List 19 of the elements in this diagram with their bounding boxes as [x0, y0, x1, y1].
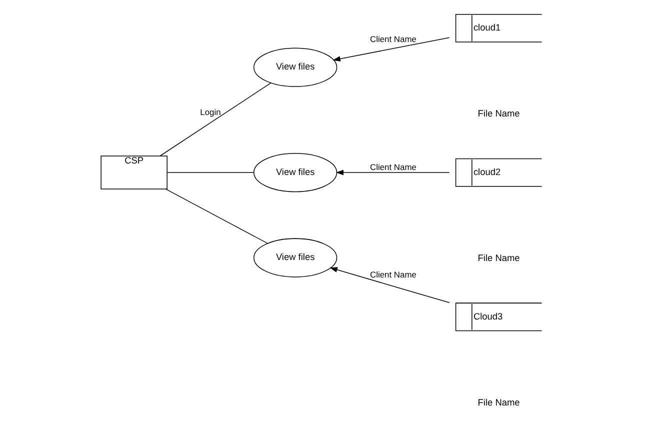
arrow — [329, 267, 450, 304]
arrow — [335, 170, 450, 176]
arrow — [332, 37, 450, 62]
edge-label: Client Name — [370, 34, 416, 44]
connector — [159, 82, 271, 156]
node-box: CSP — [100, 156, 167, 190]
node-text: cloud2 — [472, 166, 500, 177]
node-ellipse: View files — [252, 152, 337, 192]
edge-label: Client Name — [370, 162, 416, 172]
node-text: cloud1 — [472, 22, 500, 33]
connector — [166, 172, 254, 173]
edge-label: Login — [200, 106, 220, 117]
label: File Name — [477, 252, 520, 263]
label: File Name — [477, 397, 520, 408]
label: File Name — [477, 108, 520, 119]
node-text: Cloud3 — [472, 311, 502, 322]
connector — [165, 188, 268, 244]
edge-label: Client Name — [370, 270, 416, 280]
node-ellipse: View files — [252, 48, 337, 87]
